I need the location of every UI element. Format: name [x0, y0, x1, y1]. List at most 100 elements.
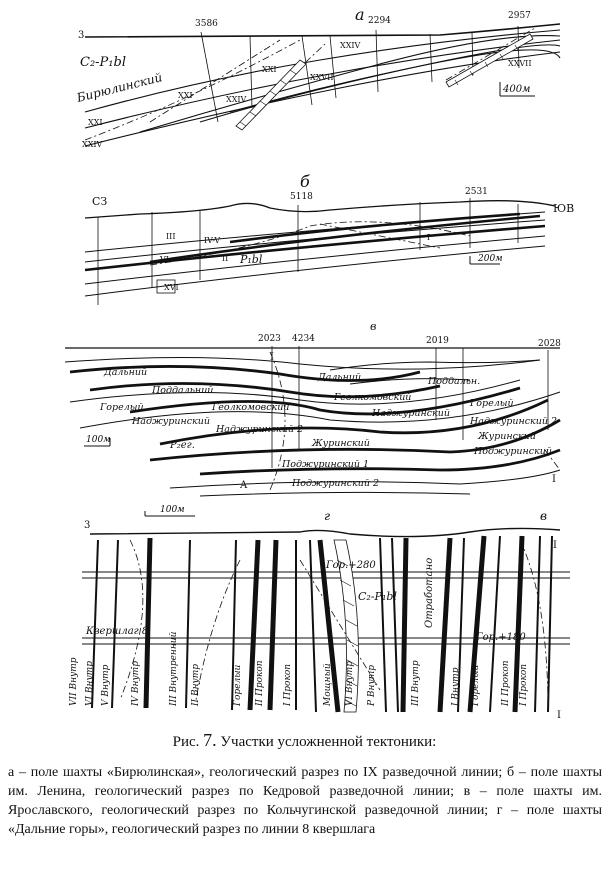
caption-number: 7. — [203, 730, 217, 750]
panel-c-seam-labels: Дальний Поддальний Геолкомовский Горелый… — [99, 367, 557, 489]
panel-d-seam-label: I Прокоп — [519, 664, 529, 707]
figure-caption: Рис. 7. Участки усложненной тектоники: — [0, 730, 609, 751]
panel-b-seam-label: I — [427, 233, 430, 242]
panel-c-seam-label: Журинский — [477, 431, 536, 442]
panel-b-scale-label: 200м — [477, 254, 503, 264]
panel-d-seam-label: VI Внутр — [85, 661, 95, 706]
panel-d-horizon-280: Гор.+280 — [325, 560, 376, 571]
panel-d-scale-bar: 100м — [144, 505, 195, 517]
panel-b-seam-labels: III IV-V VI II XVI I — [159, 232, 430, 292]
panel-a-well-2-label: 2294 — [368, 16, 391, 26]
panel-a-seam-lines — [84, 29, 561, 147]
panel-d-seam-label: III Внутренний — [169, 631, 179, 707]
panel-b: б СЗ ЮВ 5118 2531 — [84, 172, 574, 305]
panel-c-scale-bar: 100м — [84, 435, 111, 447]
panel-d-faults — [119, 539, 549, 713]
panel-d-seam-label: I Внутр — [451, 667, 461, 707]
panel-d-seam-label: II Прокоп — [501, 660, 511, 707]
panel-a-fault-hatch — [239, 44, 519, 127]
panel-c-well-4-label: 2028 — [538, 339, 561, 349]
panel-a-scale-label: 400м — [502, 84, 530, 95]
panel-c-seam-label: Наджуринский 2 — [469, 416, 557, 427]
panel-d-mark-i-bottom: I — [557, 710, 561, 721]
panel-d-seam-label: II Внутр — [191, 664, 201, 707]
panel-a-seam-label: XXVII — [310, 73, 334, 82]
panel-a-letter: а — [355, 5, 365, 24]
panel-a-formation: C₂-P₁bl — [80, 55, 126, 70]
panel-b-dir-right: ЮВ — [553, 202, 574, 215]
panel-c-well-3-label: 2019 — [426, 336, 449, 346]
panel-b-dir-left: СЗ — [92, 195, 107, 208]
panel-d-letter: г — [324, 509, 330, 523]
panel-c-seam-label: Горелый — [469, 398, 514, 409]
panel-b-formation: P₁bl — [239, 253, 263, 266]
panel-c-scale-label: 100м — [86, 435, 111, 445]
panel-a-seam-labels: XXI XXIV XXI XXIV XXVII XXI XXIV XXVII — [82, 41, 532, 149]
panel-c-seam-label: Поджуринский 1 — [281, 459, 369, 470]
panel-a: а 3 3586 2294 2957 — [74, 5, 561, 149]
panel-c-formation: P₂ег. — [169, 440, 195, 451]
panel-c-seam-label: Наджуринский 2 — [215, 424, 303, 435]
panel-b-faults — [149, 221, 471, 266]
panel-c-thin-seams — [64, 356, 561, 497]
panel-d-fault-zone — [333, 539, 359, 713]
panel-c-seam-label: Дальний — [317, 372, 361, 383]
panel-c-seam-label: Поддальний — [151, 385, 213, 396]
panel-b-seam-label: III — [166, 232, 175, 241]
panel-c-seam-label: Наджуринский — [131, 416, 210, 427]
panel-d-coal-seams — [143, 535, 525, 713]
panel-d-mark-i-top: I — [553, 540, 557, 551]
panel-d-seam-label: P Внутр — [367, 665, 377, 707]
figure-tectonics: а 3 3586 2294 2957 — [64, 5, 574, 721]
panel-c-seam-label: Наджуринский — [371, 408, 450, 419]
panel-b-well-2-label: 2531 — [465, 187, 488, 197]
panel-d-seam-label: VII Внутр — [69, 657, 79, 706]
panel-c-mark-i-bottom: I — [552, 474, 556, 485]
panel-d-seam-label: V Внутр — [101, 664, 111, 706]
panel-c-well-2-label: 4234 — [292, 334, 315, 344]
panel-d-worked-out: Отработано — [424, 558, 435, 628]
panel-d: г в 3 100м — [69, 505, 570, 721]
panel-c-seam-label: Журинский — [311, 438, 370, 449]
panel-b-seam-label: IV-V — [204, 236, 220, 245]
panel-d-seam-labels: VII Внутр VI Внутр V Внутр IV Внутр III … — [69, 631, 529, 707]
panel-c-seam-label: Поддальн. — [427, 376, 480, 387]
panel-d-horizon-180: Гор.+180 — [475, 632, 526, 643]
panel-a-well-1-label: 3586 — [195, 19, 218, 29]
panel-a-seam-label: XXVII — [508, 59, 532, 68]
panel-c-seam-label: Геолкомовский — [333, 392, 411, 403]
panel-d-fault-hatch — [336, 559, 359, 707]
panel-d-seam-label: Горелый — [471, 664, 481, 707]
figure-description: а – поле шахты «Бирюлинская», геологичес… — [8, 765, 602, 837]
panel-a-seam-label: XXIV — [340, 41, 361, 50]
panel-a-well-3-label: 2957 — [508, 11, 531, 21]
panel-a-seam-label: XXI — [262, 65, 277, 74]
panel-d-seam-label: Горелый — [233, 664, 243, 707]
panel-a-seam-label: XXIV — [82, 140, 103, 149]
panel-c-well-1-label: 2023 — [258, 334, 281, 344]
panel-b-well-1-label: 5118 — [290, 192, 313, 202]
panel-a-seam-label: XXI — [178, 91, 193, 100]
panel-a-scale-bar: 400м — [499, 82, 535, 97]
panel-b-seam-box — [156, 279, 176, 294]
panel-c-seam-label: Поджуринский 2 — [291, 478, 379, 489]
panel-b-surface — [84, 200, 556, 219]
panel-d-thin-coal — [91, 535, 553, 713]
panel-c-seam-label: Геолкомовский — [211, 402, 289, 413]
panel-b-wells — [97, 198, 519, 305]
panel-b-thick-seams — [84, 212, 546, 272]
panel-d-seam-label: Мощный — [323, 663, 333, 707]
panel-b-seam-lines — [84, 211, 546, 297]
panel-a-seam-label: XXI — [88, 118, 103, 127]
panel-c-coal-seams — [69, 365, 561, 476]
panel-c-letter: в — [370, 320, 376, 333]
panel-a-seam-named: Бирюлинский — [74, 70, 163, 105]
panel-c-seam-label: Поджуринский — [473, 446, 552, 457]
panel-b-seam-label: VI — [159, 255, 169, 264]
panel-d-seam-label: I Прокоп — [283, 664, 293, 707]
caption-prefix: Рис. — [172, 734, 200, 750]
panel-d-adit: Квершлаг 8 — [85, 626, 148, 637]
panel-d-seam-label: III Внутр — [411, 660, 421, 707]
panel-b-seam-label: XVI — [164, 283, 179, 292]
panel-c-seam-label: Дальний — [103, 367, 147, 378]
